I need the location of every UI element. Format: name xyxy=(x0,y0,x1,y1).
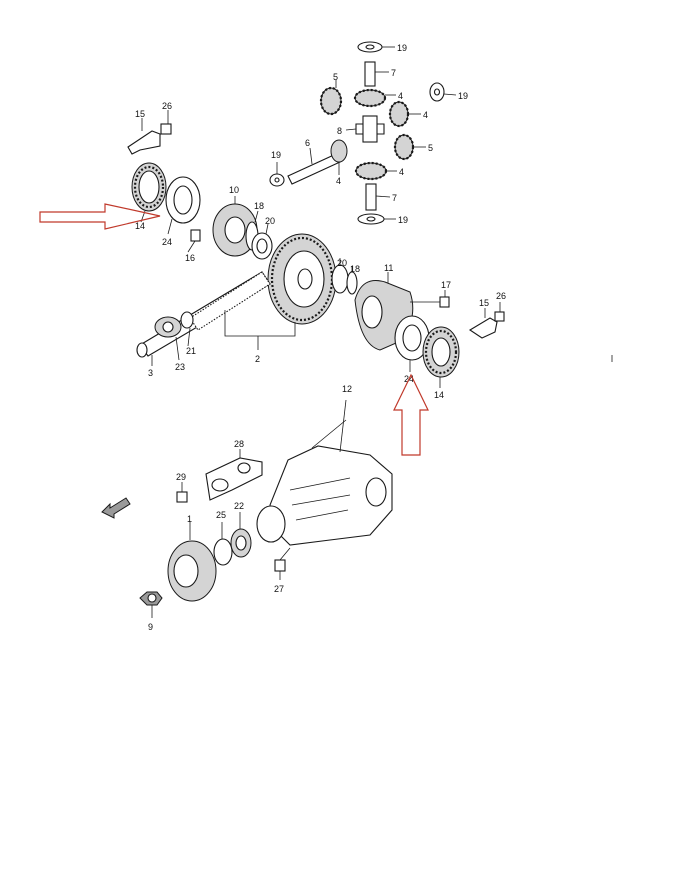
callout-21: 21 xyxy=(186,346,196,356)
callout-6: 6 xyxy=(305,138,310,148)
callout-7-bottom: 7 xyxy=(392,193,397,203)
callout-19-right: 19 xyxy=(458,91,468,101)
ring-and-pinion-assembly: 10 18 20 3 23 21 2 xyxy=(136,185,451,378)
callout-22: 22 xyxy=(234,501,244,511)
callout-20-right: 20 xyxy=(337,258,347,268)
callout-29: 29 xyxy=(176,472,186,482)
callout-18-right: 18 xyxy=(350,264,360,274)
callout-14-right: 14 xyxy=(434,390,444,400)
callout-4-right: 4 xyxy=(423,110,428,120)
callout-19-top: 19 xyxy=(397,43,407,53)
callout-24-left: 24 xyxy=(162,237,172,247)
callout-19-left: 19 xyxy=(271,150,281,160)
callout-20-left: 20 xyxy=(265,216,275,226)
callout-27: 27 xyxy=(274,584,284,594)
callout-3: 3 xyxy=(148,368,153,378)
right-bearing-assembly: 24 14 15 26 xyxy=(394,291,613,400)
callout-2: 2 xyxy=(255,354,260,364)
housing-assembly: 12 28 29 1 25 22 27 9 xyxy=(101,384,393,632)
callout-14-left: 14 xyxy=(135,221,145,231)
left-highlight-arrow xyxy=(39,203,161,230)
callout-4-bottom: 4 xyxy=(399,167,404,177)
callout-10: 10 xyxy=(229,185,239,195)
callout-4-top: 4 xyxy=(398,91,403,101)
callout-11: 11 xyxy=(384,263,393,273)
callout-16: 16 xyxy=(185,253,195,263)
callout-25: 25 xyxy=(216,510,226,520)
callout-15-left: 15 xyxy=(135,109,145,119)
highlight-arrows xyxy=(39,203,429,456)
callout-4-lower-left: 4 xyxy=(336,176,341,186)
callout-18-upper: 18 xyxy=(254,201,264,211)
callout-26-right: 26 xyxy=(496,291,506,301)
callout-5-right: 5 xyxy=(428,143,433,153)
callout-19-bottom: 19 xyxy=(398,215,408,225)
callout-9: 9 xyxy=(148,622,153,632)
callout-15-right: 15 xyxy=(479,298,489,308)
callout-28: 28 xyxy=(234,439,244,449)
callout-5-upper: 5 xyxy=(333,72,338,82)
callout-12: 12 xyxy=(342,384,352,394)
callout-8: 8 xyxy=(337,126,342,136)
callout-26-left: 26 xyxy=(162,101,172,111)
differential-gear-cluster: 19 7 19 5 4 4 8 6 xyxy=(269,41,468,225)
callout-1: 1 xyxy=(187,514,192,524)
callout-7-top: 7 xyxy=(391,68,396,78)
bottom-highlight-arrow xyxy=(393,373,429,456)
left-bearing-assembly: 15 26 14 24 16 xyxy=(127,101,201,263)
front-direction-arrow-icon xyxy=(101,497,131,519)
callout-17: 17 xyxy=(441,280,451,290)
callout-23: 23 xyxy=(175,362,185,372)
